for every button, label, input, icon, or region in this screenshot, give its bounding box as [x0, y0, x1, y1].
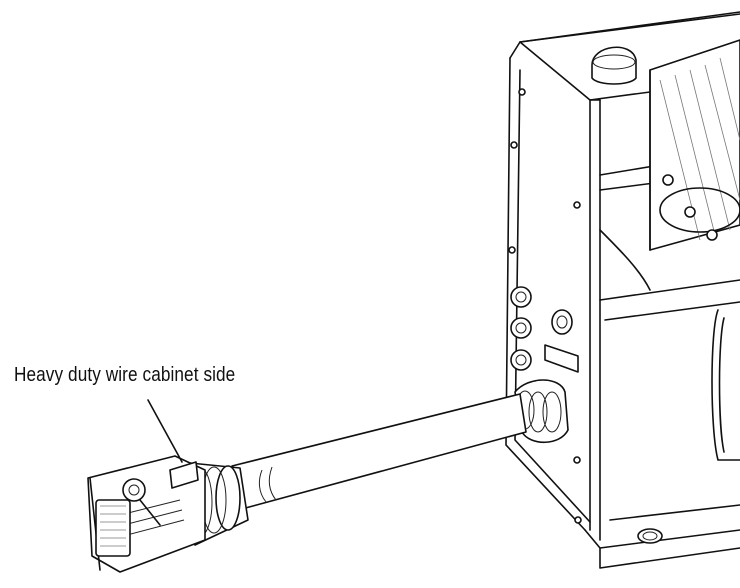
cable-gland-icon	[514, 379, 569, 443]
cable-icon	[231, 393, 527, 511]
callout-leader-line	[147, 399, 183, 463]
heavy-duty-connector-icon	[87, 455, 249, 573]
robot-base-icon	[505, 11, 740, 569]
callout-label: Heavy duty wire cabinet side	[14, 364, 236, 386]
port-cluster-icon	[510, 286, 579, 373]
